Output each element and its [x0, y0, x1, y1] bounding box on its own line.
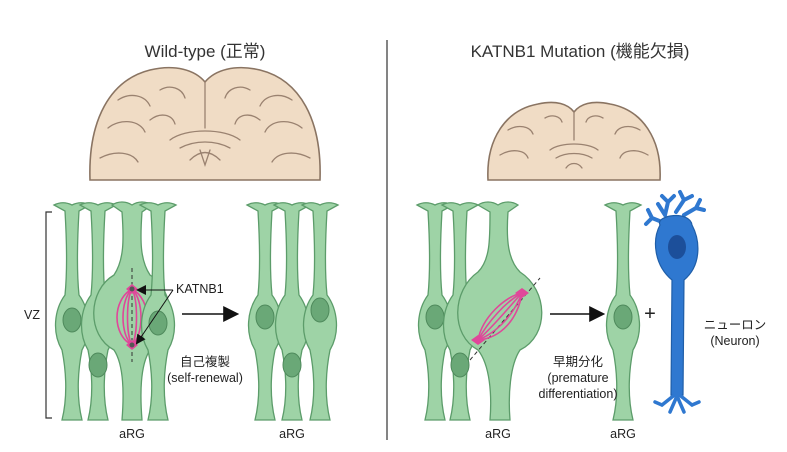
- premature-jp: 早期分化: [552, 355, 604, 369]
- dividing-cell-tilted: [457, 201, 543, 421]
- mutation-brain: [487, 101, 661, 181]
- premature-en-1: (premature: [547, 371, 609, 385]
- self-renewal-en: (self-renewal): [167, 371, 243, 385]
- mutation-title: KATNB1 Mutation (機能欠損): [470, 42, 690, 61]
- mutation-arg-left: aRG: [485, 427, 511, 441]
- neuron-icon: [644, 190, 706, 414]
- neuron-en: (Neuron): [710, 334, 760, 348]
- katnb1-label: KATNB1: [176, 282, 224, 296]
- plus-sign: +: [644, 303, 656, 325]
- katnb1-pointer: [135, 285, 174, 345]
- neuron-jp: ニューロン: [703, 318, 767, 332]
- mutation-arg-right: aRG: [610, 427, 636, 441]
- wildtype-title: Wild-type (正常): [144, 42, 266, 61]
- self-renewal-jp: 自己複製: [179, 355, 231, 369]
- mutation-arg-cell: [604, 202, 642, 421]
- dividing-cell: [93, 201, 171, 421]
- wildtype-brain: [89, 66, 321, 181]
- wildtype-cells-right: [246, 202, 339, 421]
- vz-label: VZ: [24, 308, 40, 322]
- wildtype-cells-left: [53, 201, 177, 421]
- mitotic-spindle-tilted: [471, 288, 529, 345]
- wildtype-arg-left: aRG: [119, 427, 145, 441]
- premature-en-2: differentiation): [538, 387, 618, 401]
- wildtype-arg-right: aRG: [279, 427, 305, 441]
- vz-bracket: [45, 211, 52, 419]
- mutation-cells-left: [416, 201, 543, 421]
